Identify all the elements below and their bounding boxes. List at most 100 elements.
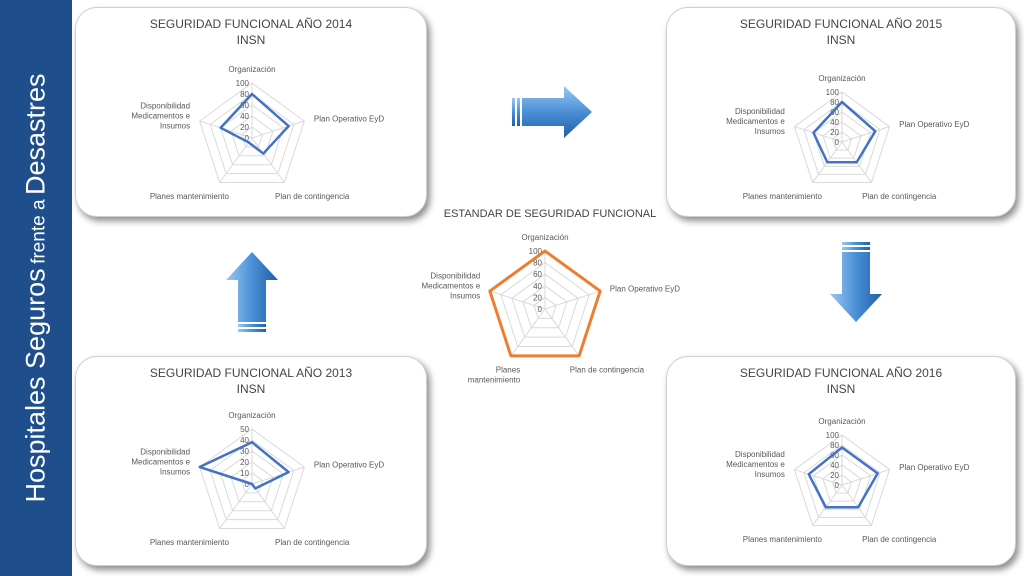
grid-spoke (219, 483, 253, 529)
category-label: Planes mantenimiento (743, 535, 823, 544)
tick-label: 60 (240, 101, 249, 110)
category-label: Organización (818, 417, 865, 426)
arrow-up-icon (226, 252, 278, 332)
category-label: Plan Operativo EyD (899, 120, 969, 129)
category-label: Organización (228, 411, 275, 420)
grid-ring (511, 273, 579, 338)
category-label: Plan de contingencia (862, 535, 937, 544)
tick-label: 30 (240, 447, 249, 456)
category-label: Planes mantenimiento (743, 192, 823, 201)
sidebar: Hospitales Seguros frente a Desastres (0, 0, 72, 576)
grid-ring (822, 464, 862, 502)
grid-spoke (251, 137, 285, 183)
tick-label: 80 (533, 259, 542, 268)
arrow-right-icon (512, 86, 592, 138)
tick-label: 100 (529, 247, 543, 256)
category-label: Plan de contingencia (862, 192, 937, 201)
tick-label: 100 (826, 431, 840, 440)
tick-label: 20 (240, 458, 249, 467)
title-part-1: Hospitales Seguros (20, 268, 51, 503)
grid-spoke (794, 469, 843, 486)
category-label: Plan Operativo EyD (610, 285, 680, 294)
grid-ring (793, 434, 891, 526)
tick-label: 100 (826, 88, 840, 97)
tick-label: 40 (533, 282, 542, 291)
grid-spoke (251, 120, 305, 139)
series-line (488, 249, 602, 358)
slide-title: Hospitales Seguros frente a Desastres (21, 73, 52, 502)
tick-label: 60 (830, 108, 839, 117)
series-line (812, 100, 877, 164)
category-label: Plan Operativo EyD (314, 461, 384, 470)
tick-label: 40 (830, 118, 839, 127)
tick-label: 0 (835, 138, 840, 147)
grid-ring (822, 121, 862, 159)
grid-ring (831, 131, 853, 151)
grid-spoke (489, 290, 546, 310)
grid-ring (209, 439, 295, 521)
grid-ring (812, 454, 872, 510)
tick-label: 60 (830, 451, 839, 460)
grid-spoke (841, 469, 890, 486)
grid-ring (500, 261, 590, 348)
category-label: Organización (228, 65, 275, 74)
grid-spoke (251, 483, 285, 529)
grid-ring (220, 450, 284, 512)
tick-label: 0 (835, 481, 840, 490)
grid-ring (230, 115, 274, 157)
grid-ring (199, 428, 305, 529)
category-label: Planes mantenimiento (150, 538, 230, 547)
tick-label: 40 (240, 112, 249, 121)
grid-spoke (841, 484, 872, 526)
title-part-3: Desastres (20, 73, 51, 196)
tick-label: 100 (236, 79, 250, 88)
grid-spoke (544, 290, 601, 310)
category-label: Plan de contingencia (275, 192, 350, 201)
tick-label: 40 (830, 461, 839, 470)
tick-label: 20 (240, 123, 249, 132)
tick-label: 40 (240, 436, 249, 445)
tick-label: 20 (830, 471, 839, 480)
grid-ring (803, 101, 881, 175)
grid-ring (803, 444, 881, 518)
category-label: Organización (818, 74, 865, 83)
grid-ring (522, 285, 568, 329)
grid-ring (831, 474, 853, 494)
tick-label: 20 (830, 128, 839, 137)
grid-ring (199, 82, 305, 183)
series-line (807, 446, 879, 509)
category-label: Plan de contingencia (275, 538, 350, 547)
arrow-down-icon (830, 242, 882, 322)
series-line (198, 440, 290, 490)
grid-spoke (841, 126, 890, 143)
grid-spoke (544, 308, 580, 357)
tick-label: 10 (240, 469, 249, 478)
category-label: Planes mantenimiento (150, 192, 230, 201)
tick-label: 80 (240, 90, 249, 99)
grid-ring (230, 461, 274, 503)
grid-ring (533, 296, 557, 319)
category-label: Organización (521, 233, 568, 242)
tick-label: 0 (245, 134, 250, 143)
grid-ring (209, 93, 295, 175)
category-label: Plan Operativo EyD (899, 463, 969, 472)
tick-label: 60 (533, 270, 542, 279)
tick-label: 50 (240, 425, 249, 434)
grid-spoke (251, 466, 305, 485)
grid-ring (240, 126, 264, 148)
